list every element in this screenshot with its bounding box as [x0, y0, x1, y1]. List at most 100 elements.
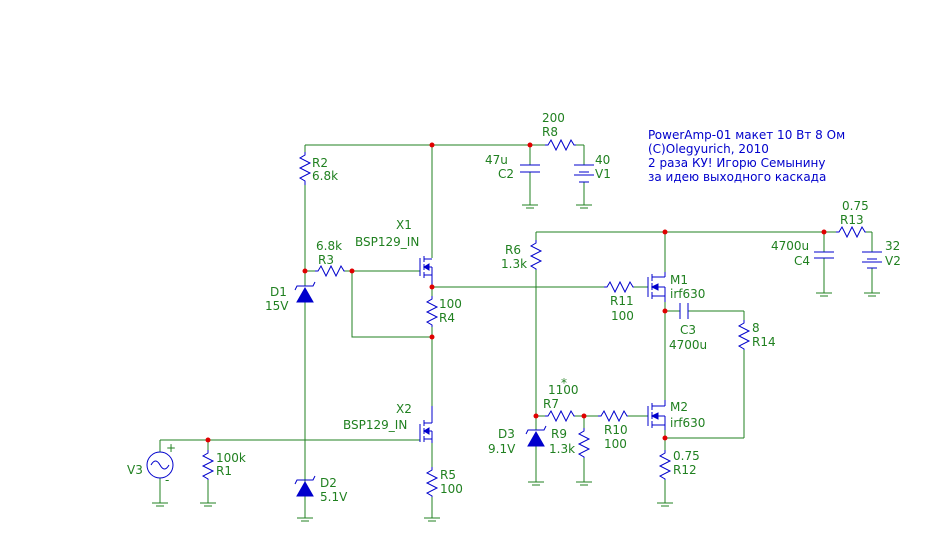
transistors: [419, 256, 666, 443]
d2-value: 5.1V: [320, 490, 348, 504]
resistor-r12: [658, 450, 672, 480]
ground-symbol: [576, 481, 592, 486]
r10-name: R10: [604, 423, 628, 437]
ground-symbol: [576, 204, 592, 209]
junction-dot: [821, 229, 827, 235]
d3-name: D3: [498, 427, 515, 441]
v1-name: V1: [595, 167, 611, 181]
r8-value: 200: [542, 111, 565, 125]
mosfet-m2: [647, 400, 666, 430]
r5-name: R5: [440, 468, 456, 482]
x2-model: BSP129_IN: [343, 418, 407, 432]
resistor-r13: [836, 225, 866, 239]
resistor-r2: [298, 152, 312, 185]
junction-dot: [662, 435, 668, 441]
ac-source-v3: [146, 451, 174, 479]
r12-name: R12: [673, 463, 697, 477]
x1-name: X1: [396, 218, 412, 232]
r11-value: 100: [611, 309, 634, 323]
c4-value: 4700u: [771, 239, 809, 253]
resistor-r8: [545, 138, 576, 152]
v2-name: V2: [885, 254, 901, 268]
resistor-r3: [315, 264, 345, 278]
labels: PowerAmp-01 макет 10 Вт 8 Ом (C)Olegyuri…: [127, 111, 901, 504]
r11-name: R11: [610, 294, 634, 308]
ground-symbol: [152, 502, 168, 507]
r7-name: R7: [543, 397, 559, 411]
junction-dot: [429, 334, 435, 340]
r1-value: 100k: [216, 451, 246, 465]
junction-dot: [205, 437, 211, 443]
r5-value: 100: [440, 482, 463, 496]
r9-name: R9: [551, 427, 567, 441]
d2-name: D2: [320, 476, 337, 490]
x1-model: BSP129_IN: [355, 235, 419, 249]
capacitor-c4: [814, 251, 834, 259]
capacitors: [520, 164, 834, 319]
diodes: [294, 281, 547, 497]
r7-mark: *: [561, 376, 567, 390]
junction-dot: [429, 284, 435, 290]
battery-v2: [862, 251, 882, 269]
m2-model: irf630: [670, 416, 705, 430]
zener-d1: [294, 281, 316, 303]
zener-d3: [525, 425, 547, 447]
m1-name: M1: [670, 273, 688, 287]
ground-symbol: [864, 292, 880, 297]
junction-dot: [527, 142, 533, 148]
r6-name: R6: [505, 243, 521, 257]
ground-symbol: [297, 517, 313, 522]
resistor-r1: [201, 450, 215, 480]
r1-name: R1: [216, 464, 232, 478]
m1-model: irf630: [670, 287, 705, 301]
sources: [146, 164, 882, 479]
r6-value: 1.3k: [501, 257, 527, 271]
ground-symbol: [424, 517, 440, 522]
resistor-r14: [737, 320, 751, 350]
d3-value: 9.1V: [488, 442, 516, 456]
ground-symbol: [816, 292, 832, 297]
r13-name: R13: [840, 213, 864, 227]
wires: [159, 144, 873, 518]
ground-symbol: [522, 204, 538, 209]
v3-plus: +: [166, 441, 176, 455]
resistor-r5: [425, 467, 439, 497]
m2-name: M2: [670, 400, 688, 414]
battery-v1: [574, 164, 594, 183]
v2-value: 32: [885, 239, 900, 253]
junction-dot: [302, 268, 308, 274]
r2-name: R2: [312, 156, 328, 170]
r2-value: 6.8k: [312, 169, 338, 183]
c3-name: C3: [680, 323, 696, 337]
note-line-4: за идею выходного каскада: [648, 170, 826, 184]
mosfet-m1: [647, 272, 666, 302]
r7-value: 1100: [548, 383, 579, 397]
resistor-r9: [577, 428, 591, 458]
ground-symbol: [657, 502, 673, 507]
c2-value: 47u: [485, 153, 508, 167]
zener-d2: [294, 475, 316, 497]
capacitor-c3: [679, 303, 689, 319]
resistor-r6: [529, 240, 543, 270]
note-line-1: PowerAmp-01 макет 10 Вт 8 Ом: [648, 128, 845, 142]
junction-dot: [429, 142, 435, 148]
d1-name: D1: [270, 285, 287, 299]
v3-name: V3: [127, 463, 143, 477]
r9-value: 1.3k: [549, 442, 575, 456]
r10-value: 100: [604, 437, 627, 451]
resistor-r4: [425, 296, 439, 327]
x2-name: X2: [396, 402, 412, 416]
r3-value: 6.8k: [316, 239, 342, 253]
ground-symbol: [528, 481, 544, 486]
v3-minus: -: [165, 473, 169, 487]
c2-name: C2: [498, 167, 514, 181]
note-line-2: (C)Olegyurich, 2010: [648, 142, 769, 156]
r3-name: R3: [318, 253, 334, 267]
r12-value: 0.75: [673, 449, 700, 463]
r14-name: R14: [752, 335, 776, 349]
r14-value: 8: [752, 321, 760, 335]
r13-value: 0.75: [842, 199, 869, 213]
v1-value: 40: [595, 153, 610, 167]
